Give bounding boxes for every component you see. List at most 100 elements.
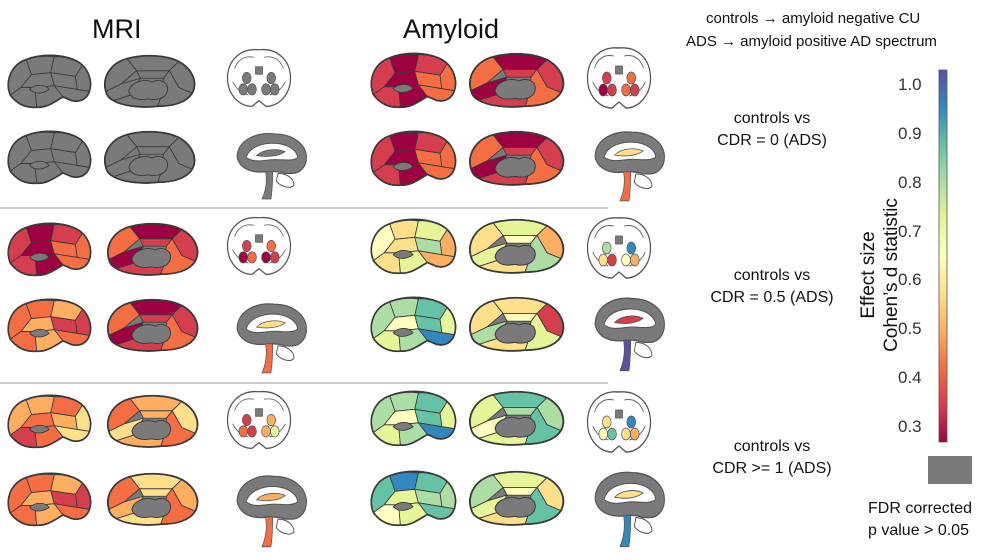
amyloid-row1-medial-top: [469, 52, 565, 108]
mri-row3-lateral-bottom-border: [7, 472, 92, 527]
mri-row3-coronal-subcortical: [266, 414, 276, 427]
amyloid-row1-sagittal-corpus: [613, 148, 644, 157]
row-separator-2: [0, 382, 608, 384]
mri-row2-medial-top-midline: [131, 248, 171, 268]
amyloid-row1-lateral-bottom-border: [370, 130, 457, 187]
amyloid-row1-coronal-outline: [586, 47, 652, 109]
mri-row1-coronal-subcortical: [266, 72, 276, 85]
amyloid-row1-sagittal-cerebellum: [633, 173, 653, 189]
mri-row2-coronal-gyri: [232, 224, 286, 264]
mri-row1-medial-bottom-border: [104, 130, 196, 184]
mri-row1-coronal-subcortical: [261, 83, 271, 96]
colorbar-tick-label: 0.4: [898, 368, 922, 388]
fdr-label-line2: p value > 0.05: [868, 522, 969, 539]
amyloid-row2-medial-bottom-border: [469, 296, 565, 352]
amyloid-row2-lateral-top-border: [370, 218, 457, 275]
amyloid-row1-lateral-bottom-insula: [392, 161, 414, 171]
mri-row3-coronal-outline: [226, 391, 292, 450]
amyloid-row2-lateral-bottom-border: [370, 296, 457, 353]
amyloid-row3-coronal-gyri: [592, 399, 646, 441]
amyloid-row2-coronal: [586, 217, 652, 279]
mri-row2-coronal-subcortical: [238, 251, 248, 264]
amyloid-row2-lateral-top-insula: [392, 249, 414, 259]
amyloid-row3-medial-bottom-midline: [494, 497, 536, 518]
amyloid-row3-lateral-top-insula: [392, 421, 414, 431]
amyloid-row2-sagittal-cerebellum: [633, 341, 653, 359]
row-label-cdr1-line1: controls vs: [733, 438, 811, 455]
amyloid-row1-coronal-gyri: [592, 55, 646, 97]
mri-row1-medial-top-midline: [128, 80, 168, 100]
amyloid-row3-coronal: [586, 391, 652, 453]
mri-row1-medial-top-border: [104, 54, 196, 108]
mri-row2-sagittal-brainstem: [261, 343, 274, 374]
fdr-label-line1: FDR corrected: [868, 500, 973, 517]
row-label-cdr0: controls vs CDR = 0 (ADS): [672, 108, 872, 152]
mri-row1-sagittal: [236, 133, 307, 200]
amyloid-row1-coronal-subcortical: [602, 71, 612, 85]
amyloid-row1-medial-bottom-midline: [494, 157, 536, 178]
amyloid-row3-sagittal-corpus: [613, 490, 644, 499]
mri-row2-coronal-subcortical: [266, 240, 276, 253]
mri-row1-coronal-outline: [226, 49, 292, 108]
amyloid-row2-sagittal-corpus: [613, 315, 644, 324]
mri-row1-coronal-gyri: [232, 56, 286, 96]
mri-row3-coronal-subcortical: [270, 425, 280, 438]
amyloid-row3-coronal-outline: [586, 391, 652, 453]
amyloid-row3-sagittal-brainstem: [619, 514, 632, 548]
mri-row1-medial-bottom: [104, 130, 196, 184]
mri-row1-coronal-subcortical: [242, 72, 252, 85]
amyloid-row2-medial-top: [469, 218, 565, 274]
mri-row3-coronal-subcortical: [238, 425, 248, 438]
mri-row3-coronal-ventricle: [255, 408, 263, 417]
mri-row2-lateral-bottom: [7, 298, 92, 353]
amyloid-row3-coronal-subcortical: [598, 427, 608, 441]
amyloid-row2-medial-bottom-midline: [494, 323, 536, 344]
colorbar: [938, 69, 948, 443]
mri-row1-coronal-subcortical: [270, 83, 280, 96]
row-label-cdr05-line1: controls vs: [733, 267, 811, 284]
mri-row1-lateral-bottom: [7, 130, 92, 185]
amyloid-row3-medial-bottom: [469, 470, 565, 526]
amyloid-row1-coronal-subcortical: [621, 83, 631, 97]
mri-row3-lateral-top: [7, 394, 92, 449]
mri-row1-medial-top: [104, 54, 196, 108]
row-label-cdr1: controls vs CDR >= 1 (ADS): [672, 436, 872, 480]
amyloid-row1-coronal-subcortical: [598, 83, 608, 97]
amyloid-row1-coronal-subcortical: [607, 83, 617, 97]
mri-row3-medial-top-midline: [131, 420, 171, 440]
mri-row1-lateral-bottom-border: [7, 130, 92, 185]
mri-row3-sagittal-brainstem: [261, 516, 274, 548]
amyloid-row3-lateral-bottom: [370, 470, 457, 527]
mri-row3-lateral-top-insula: [29, 424, 50, 434]
row-label-cdr0-line2: CDR = 0 (ADS): [717, 132, 827, 149]
mri-column-title: MRI: [92, 14, 142, 44]
amyloid-row2-lateral-top: [370, 218, 457, 275]
mri-row2-sagittal-cerebellum: [275, 345, 295, 361]
amyloid-row2-coronal-gyri: [592, 225, 646, 267]
amyloid-row3-lateral-top: [370, 390, 457, 447]
amyloid-row1-lateral-top-border: [370, 52, 457, 109]
mri-row3-sagittal-corpus: [255, 492, 286, 502]
mri-row2-lateral-top-insula: [29, 252, 50, 262]
amyloid-row2-sagittal: [594, 297, 665, 372]
row-label-cdr0-line1: controls vs: [733, 110, 811, 127]
mri-row1-coronal: [226, 49, 292, 108]
legend-line-ads: ADS → amyloid positive AD spectrum: [686, 33, 937, 50]
amyloid-row3-coronal-subcortical: [630, 427, 640, 441]
mri-row1-lateral-top-border: [7, 54, 92, 109]
mri-row1-lateral-top-insula: [29, 84, 50, 94]
amyloid-row1-coronal-subcortical: [630, 83, 640, 97]
mri-row3-sagittal: [236, 475, 307, 548]
mri-row2-coronal-subcortical: [247, 251, 257, 264]
amyloid-row2-medial-bottom: [469, 296, 565, 352]
colorbar-label-line2: Cohen’s d statistic: [881, 198, 902, 352]
mri-row1-coronal-subcortical: [247, 83, 257, 96]
mri-row3-medial-bottom: [107, 472, 199, 526]
amyloid-row3-medial-top: [469, 390, 565, 446]
amyloid-row2-coronal-subcortical: [630, 253, 640, 267]
amyloid-row3-coronal-ventricle: [615, 409, 623, 419]
mri-row3-lateral-bottom: [7, 472, 92, 527]
mri-row2-medial-bottom-midline: [131, 324, 171, 344]
amyloid-row1-coronal-subcortical: [626, 71, 636, 85]
amyloid-row3-lateral-bottom-border: [370, 470, 457, 527]
